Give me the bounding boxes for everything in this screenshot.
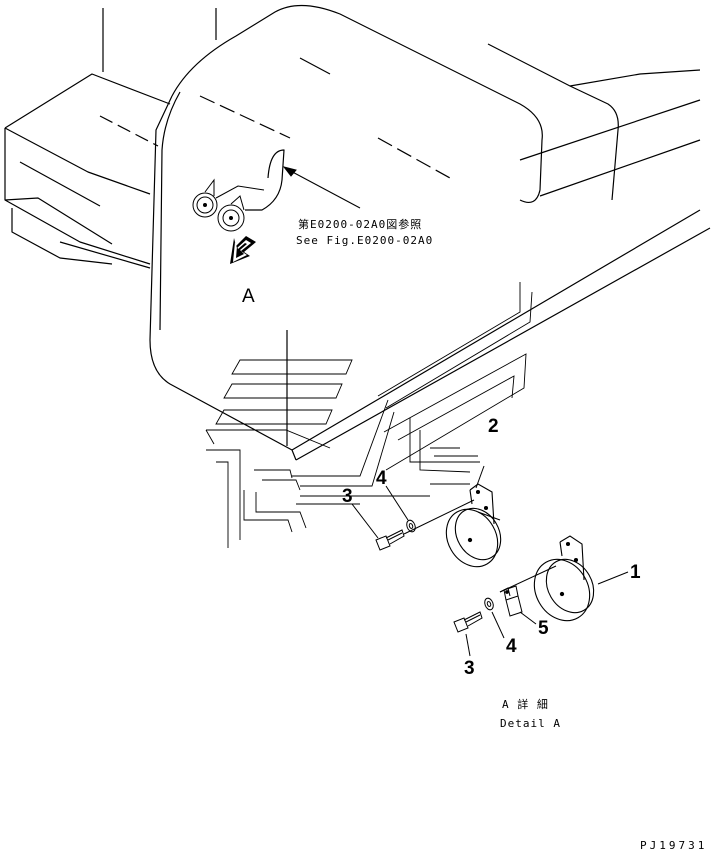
part-number-4-upper: 4 (376, 468, 387, 489)
part-number-2: 2 (488, 416, 499, 437)
part-number-3-upper: 3 (342, 486, 353, 507)
drawing-id: PJ19731 (640, 839, 707, 852)
decal-stripes (205, 282, 533, 548)
horn-upper (445, 483, 502, 568)
part-number-5: 5 (538, 618, 549, 639)
horn-detail (533, 535, 595, 622)
reference-note-jp: 第E0200-02A0図参照 (298, 217, 422, 231)
detail-caption-jp: A 詳 細 (502, 697, 549, 711)
part-number-3-lower: 3 (464, 658, 475, 679)
machine-housing (4, 4, 711, 461)
detail-caption-en: Detail A (500, 717, 561, 730)
horn-location-mini (192, 178, 265, 232)
part-number-4-lower: 4 (506, 636, 517, 657)
reference-leader (282, 166, 361, 209)
washer-upper-icon (406, 519, 416, 533)
view-arrow-icon (230, 236, 256, 264)
reference-note-en: See Fig.E0200-02A0 (296, 234, 433, 247)
bolt-lower-icon (453, 611, 483, 633)
washer-lower-icon (484, 597, 494, 611)
upper-leaders (351, 465, 485, 539)
view-marker-label: A (242, 286, 255, 307)
bolt-upper-icon (375, 529, 405, 551)
detail-leaders (465, 565, 629, 657)
part-number-1: 1 (630, 562, 641, 583)
